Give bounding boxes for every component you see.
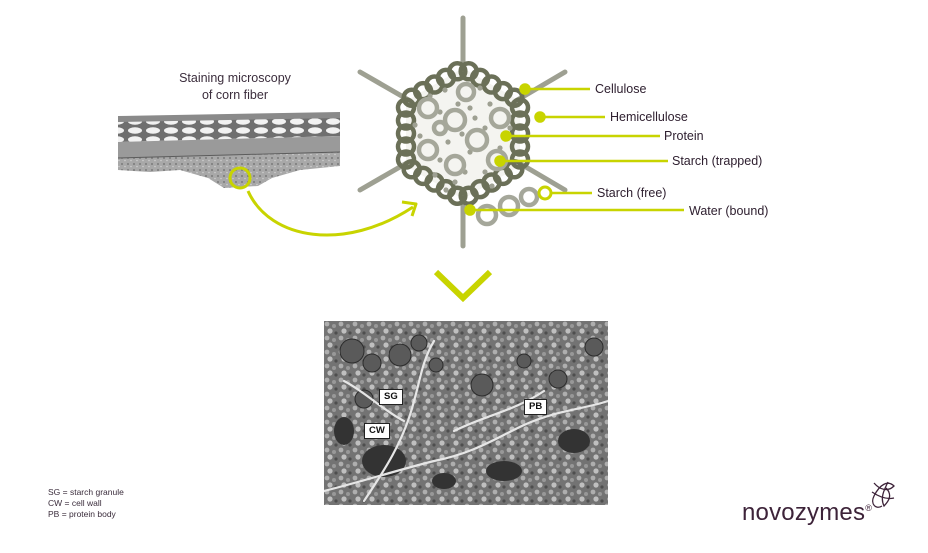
protein-dot [467, 105, 472, 110]
protein-dot [437, 157, 442, 162]
sem-image [324, 321, 608, 505]
label-cellulose: Cellulose [595, 82, 646, 96]
protein-dot [442, 87, 447, 92]
protein-dot [417, 133, 422, 138]
legend-item: PB = protein body [48, 509, 124, 520]
label-hemicellulose: Hemicellulose [610, 110, 688, 124]
sem-tag-sg: SG [379, 389, 403, 405]
novozymes-logo-icon [872, 482, 894, 507]
protein-dot [487, 101, 492, 106]
legend-item: CW = cell wall [48, 498, 124, 509]
abbreviation-legend: SG = starch granule CW = cell wall PB = … [48, 487, 124, 520]
fiber-structure-schematic [360, 18, 565, 246]
down-chevron-icon [436, 272, 490, 298]
protein-dot [445, 139, 450, 144]
protein-dot [507, 125, 512, 130]
protein-dot [432, 172, 437, 177]
label-starch-trapped: Starch (trapped) [672, 154, 762, 168]
zoom-arrow [248, 191, 413, 235]
brand-wordmark: novozymes® [742, 499, 872, 527]
brand-registered-mark: ® [865, 503, 872, 513]
label-water-bound: Water (bound) [689, 204, 768, 218]
protein-dot [482, 169, 487, 174]
label-starch-free: Starch (free) [597, 186, 666, 200]
protein-dot [412, 122, 417, 127]
protein-dot [455, 101, 460, 106]
protein-dot [443, 187, 448, 192]
legend-item: SG = starch granule [48, 487, 124, 498]
protein-dot [489, 183, 494, 188]
sem-tag-cw: CW [364, 423, 390, 439]
protein-dot [452, 179, 457, 184]
protein-dot [472, 115, 477, 120]
protein-dot [477, 85, 482, 90]
protein-dot [459, 131, 464, 136]
brand-name: novozymes [742, 499, 865, 526]
sem-micrograph: SG CW PB [324, 321, 608, 505]
sem-tag-pb: PB [524, 399, 547, 415]
label-protein: Protein [664, 129, 704, 143]
